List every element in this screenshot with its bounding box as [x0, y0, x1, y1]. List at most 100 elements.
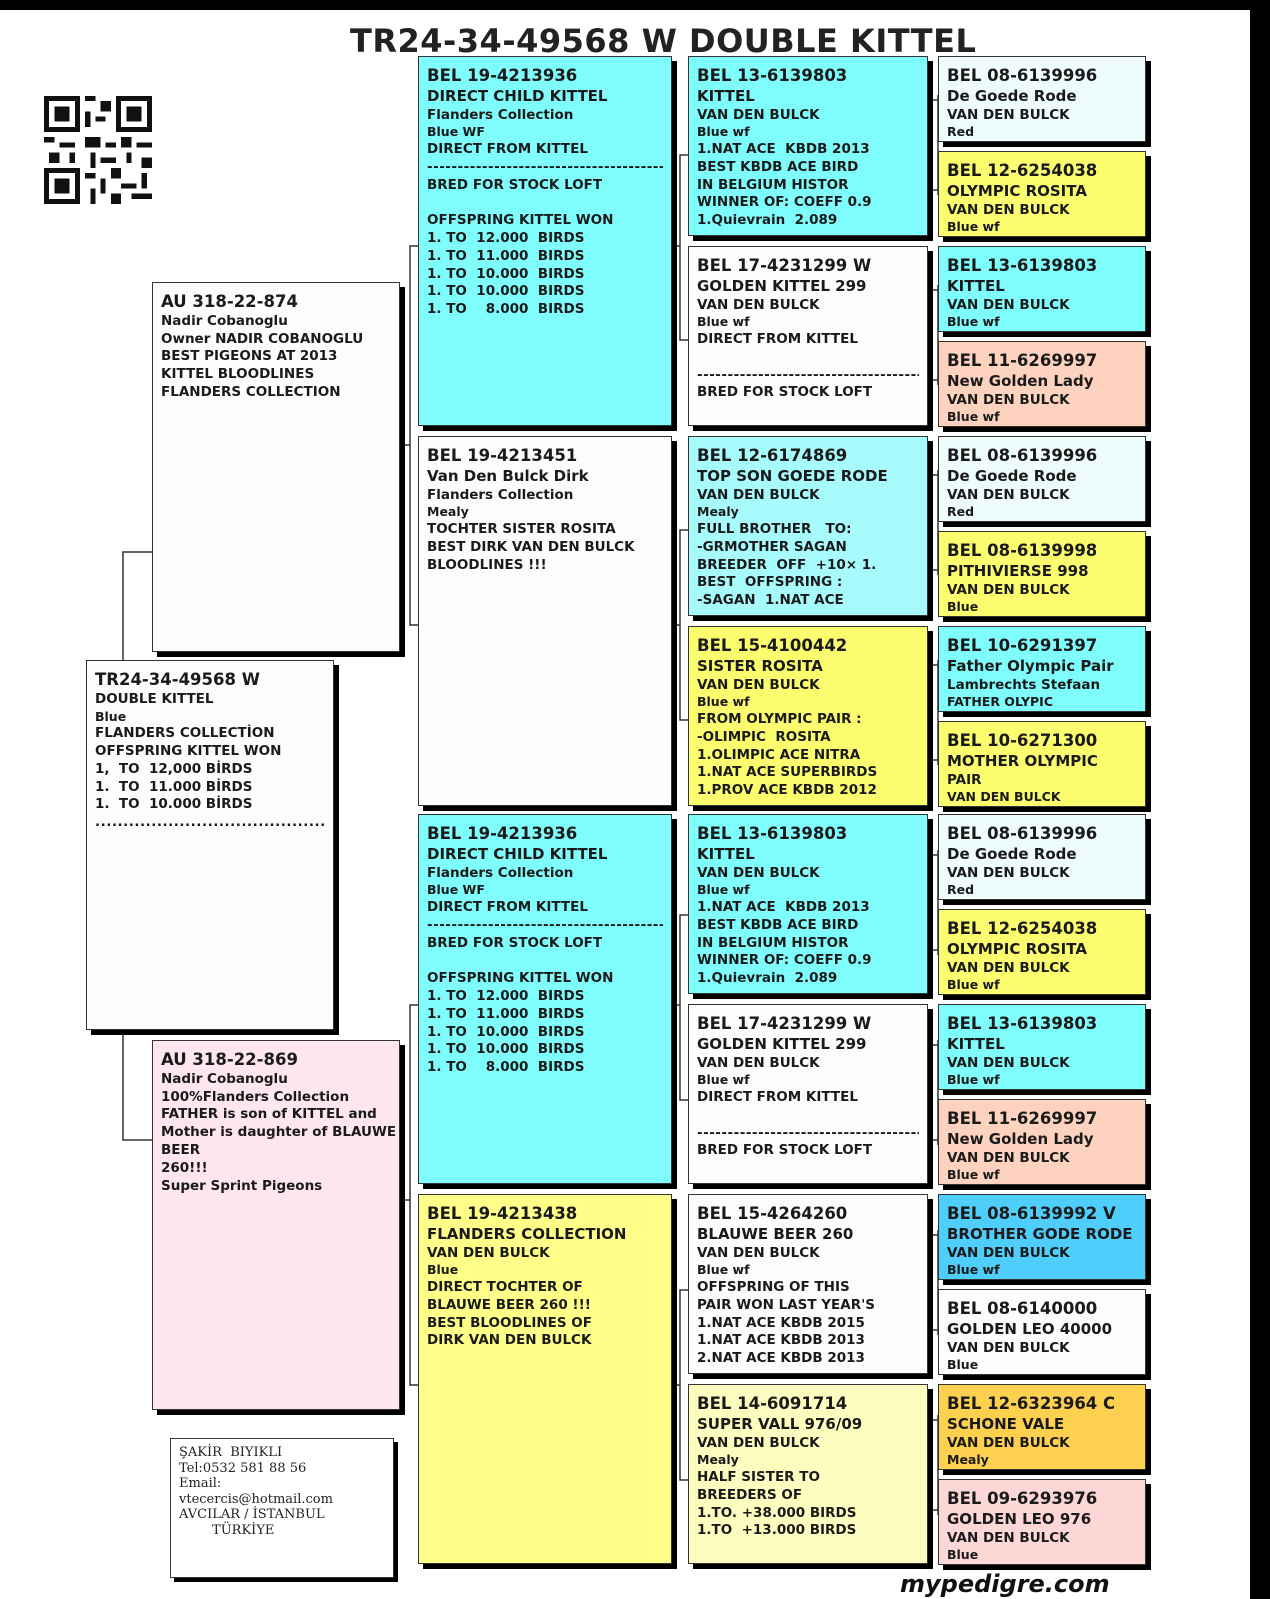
pedigree-line: Blue [947, 1357, 979, 1373]
pedigree-line: KITTEL [697, 844, 755, 863]
pedigree-line: VAN DEN BULCK [947, 486, 1070, 503]
pedigree-line: FROM OLYMPIC PAIR : [697, 710, 862, 727]
pedigree-line: 1.NAT ACE KBDB 2013 [697, 1332, 865, 1349]
ring-number: BEL 13-6139803 [697, 824, 848, 843]
pedigree-line: KITTEL BLOODLINES [161, 366, 315, 383]
pedigree-line: Lambrechts Stefaan [947, 676, 1101, 693]
ring-number: BEL 17-4231299 W [697, 1014, 872, 1033]
pedigree-line: PITHIVIERSE 998 [947, 561, 1089, 580]
pedigree-line: 1. TO 8.000 BIRDS [427, 301, 585, 318]
pedigree-line: 1. TO 10.000 BIRDS [427, 1023, 585, 1040]
pedigree-line: 1.NAT ACE KBDB 2013 [697, 898, 870, 915]
pedigree-line: TOP SON GOEDE RODE [697, 466, 888, 485]
pedigree-line: DIRECT CHILD KITTEL [427, 844, 608, 863]
pedigree-line: --------------------------------------- [697, 1124, 919, 1141]
ring-number: AU 318-22-869 [161, 1050, 298, 1069]
pedigree-line: BLAUWE BEER 260 !!! [427, 1296, 591, 1313]
pedigree-line [697, 349, 919, 367]
pedigree-line: VAN DEN BULCK [697, 296, 820, 313]
pedigree-line [427, 952, 663, 970]
pedigree-line [697, 1107, 919, 1125]
pedigree-line: Flanders Collection [427, 106, 574, 123]
qr-code-icon [44, 96, 152, 204]
pedigree-line: Mealy [697, 504, 739, 520]
pedigree-line: DIRECT FROM KITTEL [697, 1088, 858, 1105]
ring-number: BEL 19-4213451 [427, 446, 578, 465]
pedigree-line: BEST BLOODLINES OF [427, 1314, 592, 1331]
contact-email[interactable]: vtecercis@hotmail.com [179, 1491, 333, 1507]
pedigree-line [427, 194, 663, 212]
ring-number: BEL 19-4213936 [427, 824, 578, 843]
website-watermark[interactable]: mypedigre.com [900, 1570, 1110, 1598]
pedigree-line: Blue [95, 708, 127, 724]
pedigree-line: Blue wf [697, 124, 750, 140]
pedigree-line: ........................................… [95, 814, 325, 831]
pedigree-line: Blue wf [697, 314, 750, 330]
pedigree-line: WINNER OF: COEFF 0.9 [697, 952, 872, 969]
pedigree-line: Flanders Collection [427, 864, 574, 881]
pedigree-line: BEST KBDB ACE BIRD [697, 916, 859, 933]
ring-number: BEL 11-6269997 [947, 351, 1098, 370]
pedigree-line: DIRECT FROM KITTEL [427, 140, 588, 157]
ring-number: BEL 10-6291397 [947, 636, 1098, 655]
ring-number: BEL 08-6139992 V [947, 1204, 1116, 1223]
pedigree-line: Owner NADIR COBANOGLU [161, 330, 364, 347]
pedigree-line: VAN DEN BULCK [697, 1244, 820, 1261]
pedigree-line: Blue wf [947, 977, 1000, 993]
pedigree-line: GOLDEN KITTEL 299 [697, 276, 867, 295]
pedigree-line: VAN DEN BULCK [947, 106, 1070, 123]
pedigree-line: DOUBLE KITTEL [95, 690, 214, 707]
pedigree-line: BLOODLINES !!! [427, 556, 547, 573]
contact-line: TÜRKİYE [179, 1522, 275, 1538]
pedigree-line: ----------------------------------------… [427, 158, 663, 175]
ring-number: BEL 19-4213936 [427, 66, 578, 85]
pedigree-line: VAN DEN BULCK [947, 581, 1070, 598]
pedigree-line: HALF SISTER TO [697, 1468, 820, 1485]
pedigree-line: -GRMOTHER SAGAN [697, 538, 847, 555]
pedigree-line: BLAUWE BEER 260 [697, 1224, 854, 1243]
pedigree-line: Van Den Bulck Dirk [427, 466, 589, 485]
pedigree-line: FLANDERS COLLECTION [161, 384, 341, 401]
pedigree-line: FATHER OLYPIC [947, 694, 1053, 710]
pedigree-line: Blue WF [427, 882, 485, 898]
pedigree-line: BEST OFFSPRING : [697, 574, 843, 591]
pedigree-line: VAN DEN BULCK [947, 789, 1061, 805]
pedigree-line: Blue wf [947, 219, 1000, 235]
pedigree-line: Nadir Cobanoglu [161, 312, 288, 329]
pedigree-line: 1. TO 11.000 BIRDS [427, 247, 585, 264]
pedigree-line: Blue wf [697, 1262, 750, 1278]
pedigree-line: GOLDEN KITTEL 299 [697, 1034, 867, 1053]
pedigree-line: Mealy [697, 1452, 739, 1468]
ring-number: BEL 13-6139803 [697, 66, 848, 85]
pedigree-line: VAN DEN BULCK [427, 1244, 550, 1261]
pedigree-line: SCHONE VALE [947, 1414, 1065, 1433]
pedigree-title: TR24-34-49568 W DOUBLE KITTEL [350, 22, 977, 60]
pedigree-line: WINNER OF: COEFF 0.9 [697, 194, 872, 211]
ring-number: BEL 13-6139803 [947, 256, 1098, 275]
pedigree-line: VAN DEN BULCK [697, 486, 820, 503]
pedigree-line: TOCHTER SISTER ROSITA [427, 520, 616, 537]
right-border [1250, 0, 1270, 1599]
pedigree-line: 1. TO 10.000 BIRDS [427, 265, 585, 282]
pedigree-line: GOLDEN LEO 976 [947, 1509, 1092, 1528]
pedigree-line: Flanders Collection [427, 486, 574, 503]
pedigree-line: Blue wf [947, 1167, 1000, 1183]
pedigree-line: 1.Quievrain 2.089 [697, 212, 838, 229]
pedigree-line: KITTEL [697, 86, 755, 105]
pedigree-line: DIRECT TOCHTER OF [427, 1278, 583, 1295]
pedigree-line: Blue wf [947, 409, 1000, 425]
pedigree-line: OFFSPRING KITTEL WON [427, 970, 614, 987]
